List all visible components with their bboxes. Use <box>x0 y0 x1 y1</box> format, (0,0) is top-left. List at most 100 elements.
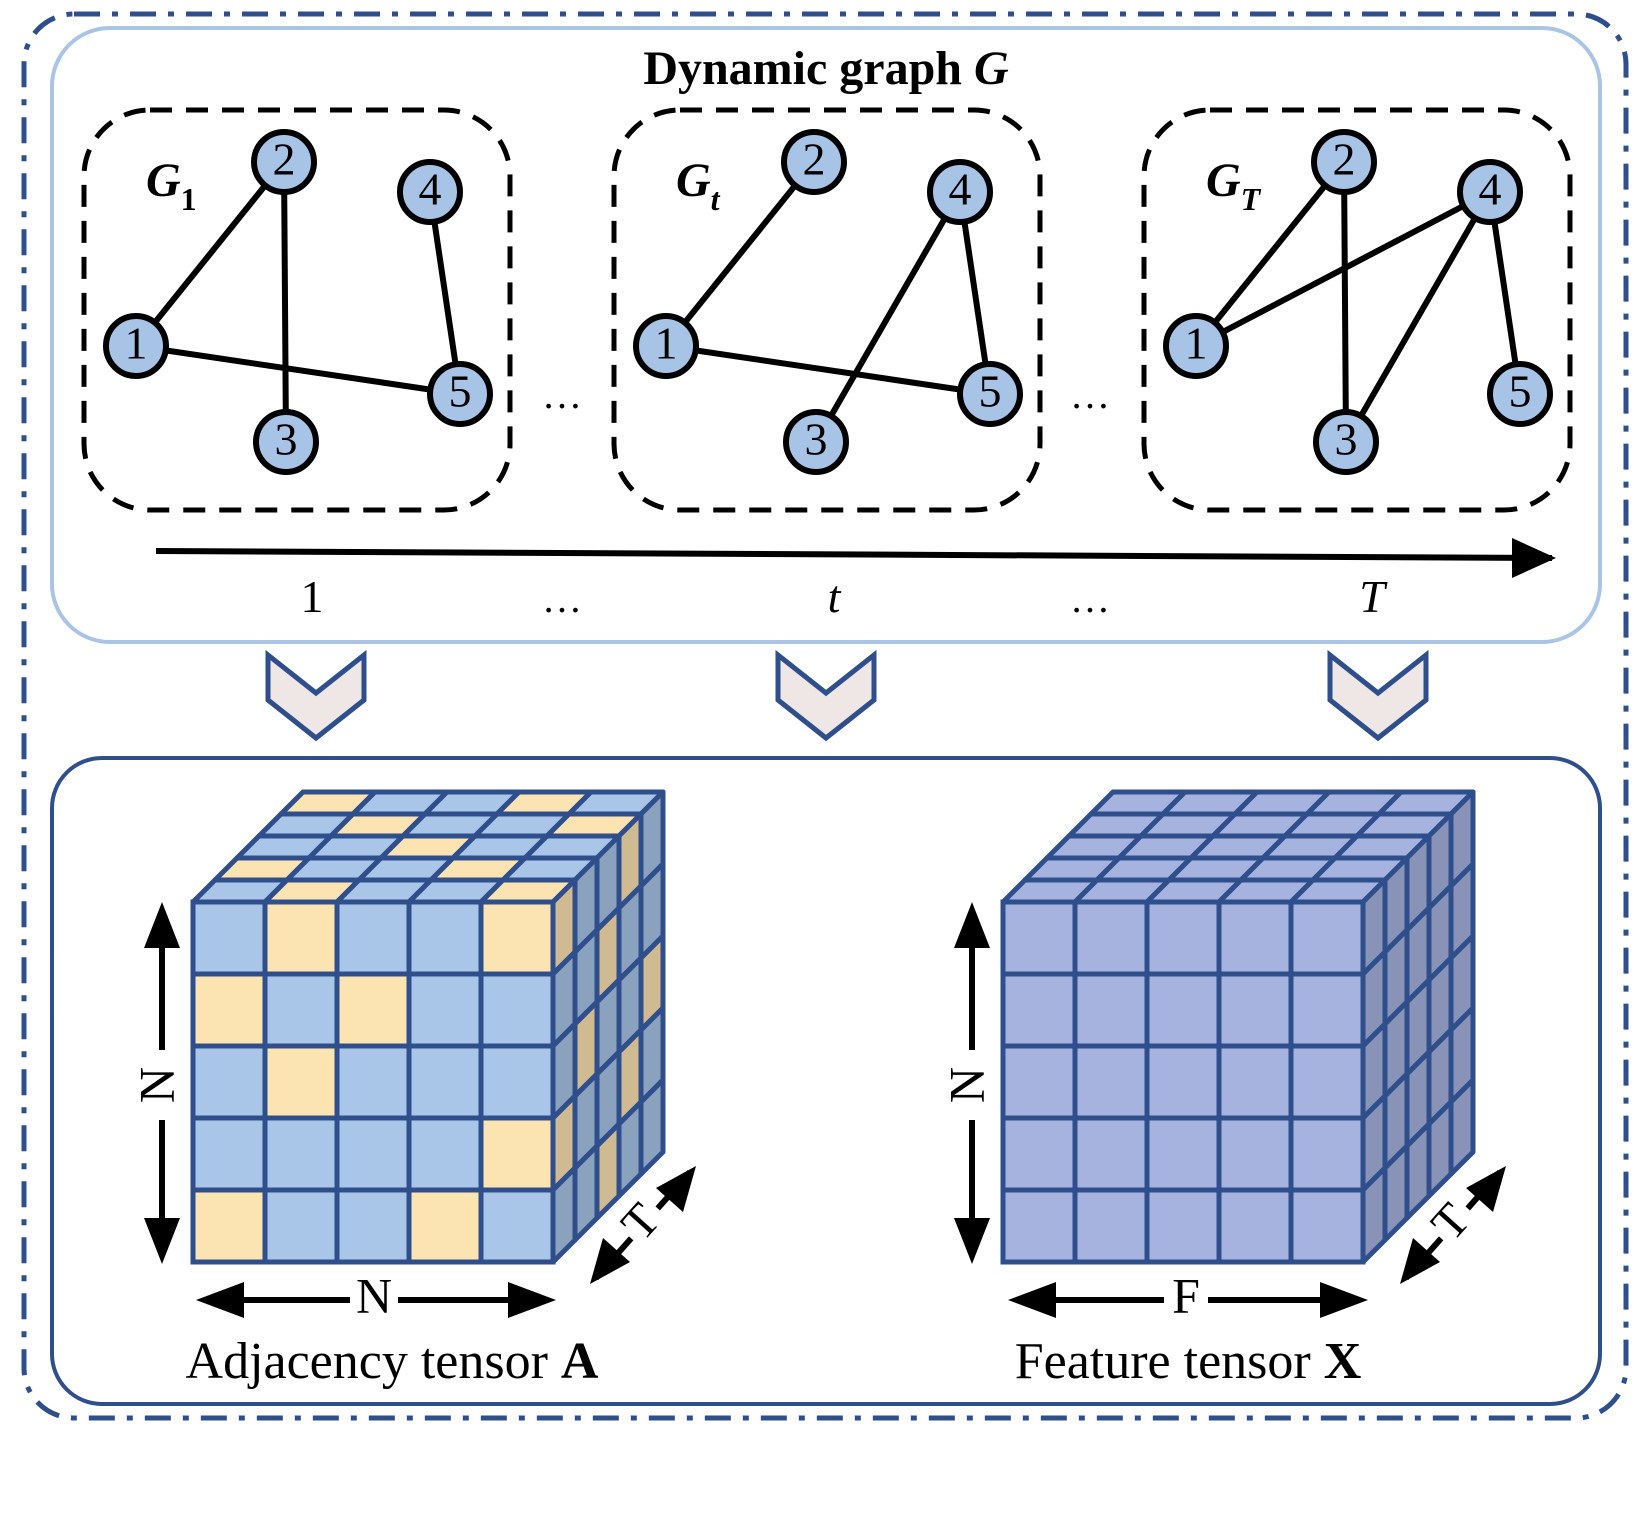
adjacency-tensor-cube <box>190 789 666 1265</box>
adjacency-front-cell <box>334 899 412 977</box>
node-1: 1 <box>103 313 169 379</box>
node-circle <box>957 361 1023 427</box>
feature-front-cell <box>1288 1043 1366 1121</box>
feature-front-cell <box>1216 899 1294 977</box>
adjacency-height-label: N <box>128 1067 184 1103</box>
feature-front-cell <box>1072 899 1150 977</box>
timeline-tick-1: 1 <box>301 571 324 622</box>
node-2: 2 <box>251 129 317 195</box>
feature-front-cell <box>1072 1043 1150 1121</box>
node-circle <box>783 409 849 475</box>
adjacency-front-cell <box>406 1043 484 1121</box>
adjacency-height-label-bg <box>140 1050 184 1120</box>
edge-2-3 <box>281 161 289 443</box>
adjacency-front-cell <box>334 1115 412 1193</box>
adjacency-front-cell <box>262 1187 340 1265</box>
feature-front-cell <box>1144 899 1222 977</box>
adjacency-height-arrowhead-top <box>144 902 180 948</box>
edge-2-3 <box>1341 161 1349 443</box>
node-circle <box>1163 313 1229 379</box>
feature-front-cell <box>1000 1043 1078 1121</box>
feature-height-label-bg <box>950 1050 994 1120</box>
feature-width-label: F <box>1172 1267 1200 1323</box>
snapshot-box <box>1141 107 1573 513</box>
node-circle <box>253 409 319 475</box>
node-3: 3 <box>783 409 849 475</box>
feature-front-cell <box>1072 971 1150 1049</box>
node-circle <box>1311 129 1377 195</box>
feature-front-cell <box>1000 899 1078 977</box>
adjacency-front-cell <box>262 1043 340 1121</box>
graph-snapshot-2: Gt 1 2 3 4 5 <box>611 107 1043 513</box>
snapshot-label: Gt <box>676 154 721 217</box>
graph-snapshot-1: G1 1 2 3 4 5 <box>81 107 513 513</box>
feature-width-arrowhead-left <box>1008 1282 1056 1318</box>
adjacency-front-cell <box>190 1043 268 1121</box>
adjacency-front-cell <box>334 1187 412 1265</box>
node-label: 4 <box>1479 164 1502 215</box>
edge-3-4 <box>1343 190 1493 444</box>
adjacency-front-cell <box>190 1115 268 1193</box>
adjacency-tensor-caption: Adjacency tensor A <box>186 1333 599 1390</box>
node-circle <box>927 159 993 225</box>
node-2: 2 <box>781 129 847 195</box>
snapshot-label: GT <box>1206 154 1262 217</box>
feature-front-cell <box>1288 971 1366 1049</box>
adjacency-width-label-bg <box>350 1274 398 1326</box>
edge-4-5 <box>957 191 993 395</box>
adjacency-front-cell <box>406 899 484 977</box>
timeline-tick-ellipsis-2: … <box>1070 576 1110 621</box>
node-label: 3 <box>275 414 298 465</box>
adjacency-front-cell <box>190 971 268 1049</box>
feature-front-cell <box>1216 971 1294 1049</box>
adjacency-width-arrowhead-left <box>196 1282 244 1318</box>
feature-depth-arrowhead-lower <box>1400 1238 1440 1284</box>
feature-front-cell <box>1072 1115 1150 1193</box>
edge-4-5 <box>1487 191 1523 395</box>
down-chevron-3 <box>1327 649 1429 742</box>
node-circle <box>633 313 699 379</box>
edge-3-4 <box>813 190 963 444</box>
adjacency-depth-label-bg <box>612 1191 676 1255</box>
node-label: 5 <box>979 366 1002 417</box>
adjacency-height-arrowhead-bottom <box>144 1218 180 1264</box>
feature-height-arrowhead-bottom <box>954 1218 990 1264</box>
node-label: 4 <box>949 164 972 215</box>
node-3: 3 <box>253 409 319 475</box>
node-4: 4 <box>397 159 463 225</box>
edge-1-2 <box>1193 160 1347 348</box>
adjacency-front-cell <box>262 1115 340 1193</box>
adjacency-front-cell <box>478 899 556 977</box>
adjacency-front-cell <box>334 1043 412 1121</box>
feature-front-cell <box>1216 1187 1294 1265</box>
node-5: 5 <box>427 361 493 427</box>
timeline-tick-t: t <box>828 571 842 622</box>
adjacency-front-cell <box>478 1115 556 1193</box>
node-label: 3 <box>1335 414 1358 465</box>
node-1: 1 <box>1163 313 1229 379</box>
panel-title: Dynamic graph G <box>643 42 1009 95</box>
node-4: 4 <box>927 159 993 225</box>
adjacency-front-cell <box>334 971 412 1049</box>
outer-frame <box>21 11 1629 1421</box>
adjacency-front-cell <box>262 899 340 977</box>
node-3: 3 <box>1313 409 1379 475</box>
node-5: 5 <box>957 361 1023 427</box>
node-label: 4 <box>419 164 442 215</box>
snapshot-ellipsis-1: … <box>542 372 582 417</box>
node-label: 2 <box>1333 134 1356 185</box>
feature-front-cell <box>1144 971 1222 1049</box>
feature-front-cell <box>1288 1187 1366 1265</box>
snapshot-label: G1 <box>146 154 197 217</box>
feature-width-label-bg <box>1164 1274 1208 1326</box>
feature-depth-label-bg <box>1422 1191 1486 1255</box>
feature-front-cell <box>1144 1187 1222 1265</box>
down-chevron-2 <box>775 649 877 742</box>
feature-front-cell <box>1000 1115 1078 1193</box>
node-label: 1 <box>125 318 148 369</box>
node-label: 1 <box>655 318 678 369</box>
feature-depth-arrowhead-upper <box>1466 1166 1506 1212</box>
